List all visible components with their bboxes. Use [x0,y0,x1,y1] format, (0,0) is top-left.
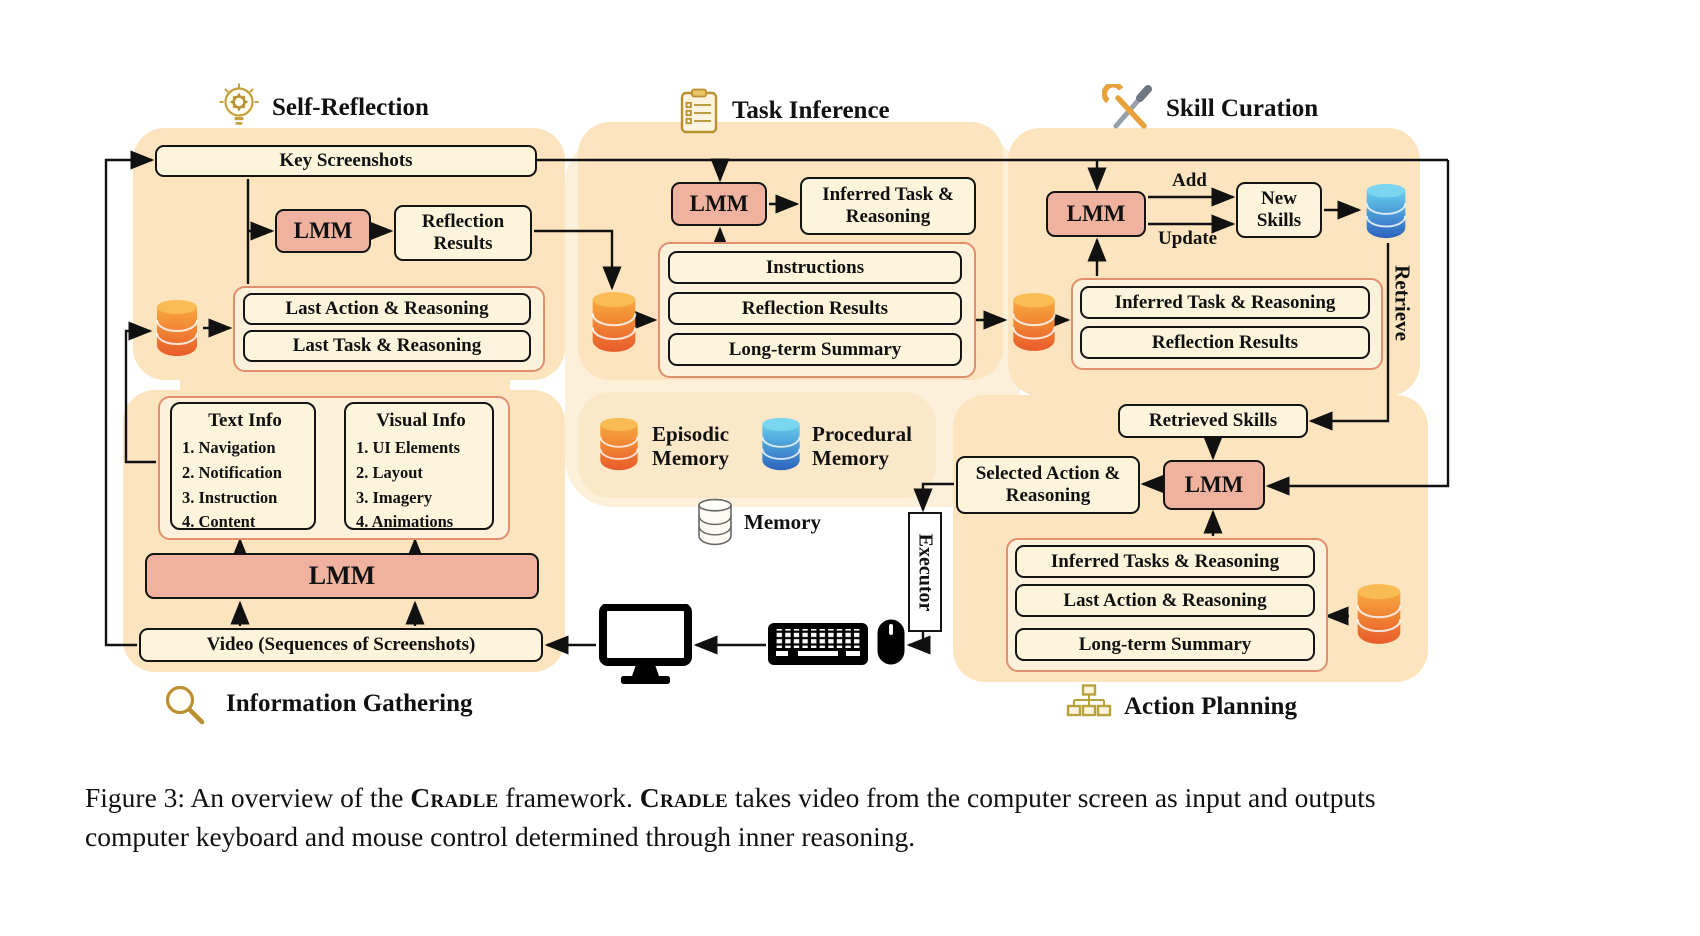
cradle-brand: Cradle [639,781,728,813]
episodic-db-skill-curation-icon [1008,291,1060,358]
text-info-title: Text Info [208,410,282,431]
visual-info-box: Visual Info 1. UI Elements 2. Layout 3. … [344,402,494,531]
episodic-memory-legend-icon [596,416,642,477]
title-task-inference: Task Inference [732,97,890,124]
magnifier-icon [162,682,206,731]
inferred-tasks-reasoning-ap-box: Inferred Tasks & Reasoning [1015,545,1315,578]
clipboard-checklist-icon [678,88,720,139]
visual-info-item: 2. Layout [356,462,423,482]
title-action-planning: Action Planning [1124,693,1297,720]
visual-info-title: Visual Info [376,410,466,431]
text-info-box: Text Info 1. Navigation 2. Notification … [170,402,316,531]
procedural-memory-legend-icon [758,416,804,477]
last-task-reasoning-box: Last Task & Reasoning [243,330,531,362]
mouse-icon [876,618,906,671]
text-info-item: 4. Content [182,512,256,532]
caption-text: Figure 3: An overview of the [85,781,411,813]
lmm-task-inference: LMM [671,182,767,226]
instructions-box: Instructions [668,251,962,284]
lmm-skill-curation: LMM [1046,191,1146,237]
selected-action-reasoning-box: Selected Action & Reasoning [956,456,1140,514]
caption-text: takes video from the computer screen as … [85,781,1376,852]
lmm-action-planning: LMM [1163,460,1265,510]
visual-info-item: 1. UI Elements [356,438,461,457]
episodic-db-action-planning-icon [1352,582,1406,651]
episodic-memory-label: Episodic Memory [652,422,730,471]
new-skills-box: New Skills [1236,182,1322,238]
executor-label: Executor [914,533,937,611]
episodic-db-task-inference-icon [588,290,640,359]
visual-info-item: 3. Imagery [356,487,433,507]
retrieved-skills-box: Retrieved Skills [1118,404,1308,438]
lmm-information-gathering: LMM [145,553,539,599]
procedural-memory-label: Procedural Memory [812,422,912,471]
monitor-icon [598,603,693,692]
crossed-tools-icon [1101,82,1154,139]
text-info-item: 3. Instruction [182,487,278,507]
executor-box: Executor [908,512,942,632]
reflection-results-sc-box: Reflection Results [1080,326,1370,359]
key-screenshots-box: Key Screenshots [155,145,537,177]
last-action-reasoning-ap-box: Last Action & Reasoning [1015,584,1315,617]
visual-info-item: 4. Animations [356,512,454,532]
video-screenshots-box: Video (Sequences of Screenshots) [139,628,543,662]
reflection-results-box: Reflection Results [394,205,532,261]
flowchart-icon [1066,684,1112,731]
title-self-reflection: Self-Reflection [272,94,429,121]
cradle-brand: Cradle [410,781,499,813]
lmm-self-reflection: LMM [275,209,371,253]
caption-text: framework. [498,781,640,813]
reflection-results-ti-box: Reflection Results [668,292,962,325]
inferred-task-reasoning-sc-box: Inferred Task & Reasoning [1080,286,1370,319]
inferred-task-reasoning-box: Inferred Task & Reasoning [800,177,976,235]
figure-caption: Figure 3: An overview of the Cradle fram… [85,778,1485,857]
update-label: Update [1158,228,1218,249]
text-info-item: 1. Navigation [182,438,276,457]
memory-label: Memory [744,510,821,534]
add-label: Add [1172,170,1207,191]
arrow-executor-to-mouse [906,630,931,655]
long-term-summary-ti-box: Long-term Summary [668,333,962,366]
keyboard-icon [768,620,868,673]
panel-memory-legend [578,392,936,498]
title-skill-curation: Skill Curation [1166,95,1319,122]
text-info-item: 2. Notification [182,462,282,482]
last-action-reasoning-box: Last Action & Reasoning [243,293,531,325]
gear-lightbulb-icon [216,82,262,133]
episodic-db-self-reflection-icon [153,298,201,363]
long-term-summary-ap-box: Long-term Summary [1015,628,1315,661]
title-information-gathering: Information Gathering [226,690,473,717]
procedural-db-skill-curation-icon [1362,182,1410,245]
memory-db-icon [694,498,736,551]
